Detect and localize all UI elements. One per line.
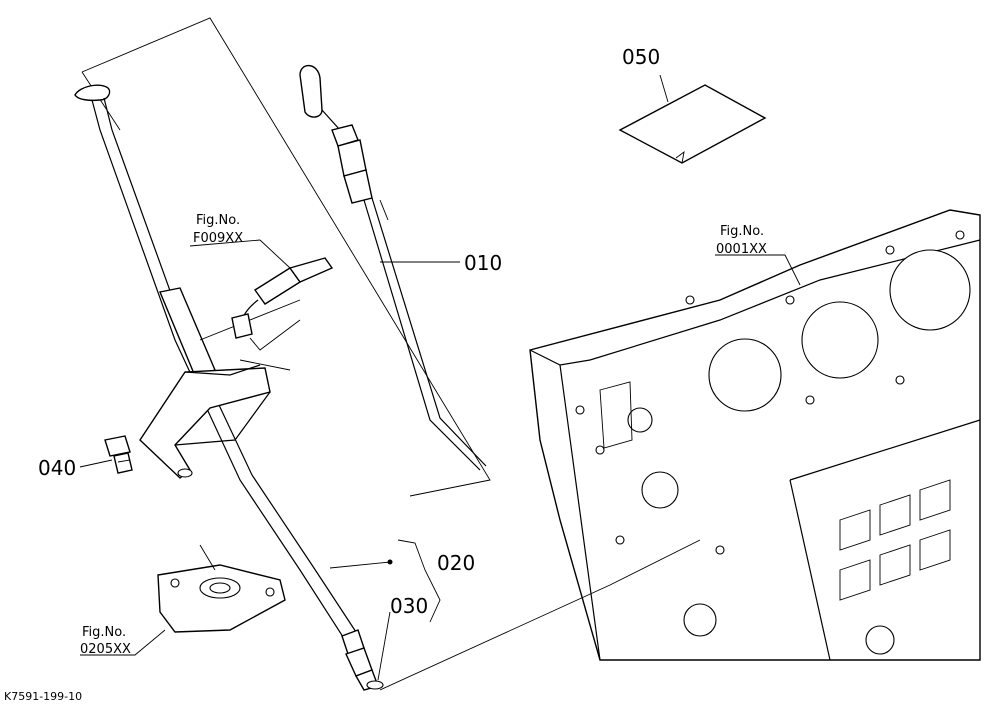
fig-ref-label-f009: Fig.No. [196,213,240,228]
callout-labels: 010 020 030 040 050 [38,45,660,618]
tube-base-flange[interactable] [157,544,286,633]
callout-040: 040 [38,456,76,480]
reference-frame [81,17,491,497]
callout-030: 030 [390,594,428,618]
callout-050: 050 [622,45,660,69]
o-ring[interactable] [366,680,384,690]
fig-ref-code-f009: F009XX [193,231,243,246]
drawing-code: K7591-199-10 [4,690,82,703]
engine-block [529,209,981,661]
dipstick[interactable] [299,64,487,471]
fig-ref-label-0001: Fig.No. [720,224,764,239]
bolt[interactable] [104,435,133,474]
fig-ref-code-0205: 0205XX [80,642,131,657]
leader-lines [79,74,801,691]
figure-references: Fig.No. F009XX Fig.No. 0001XX Fig.No. 02… [80,213,767,657]
tube-bracket[interactable] [139,287,301,479]
fig-ref-label-0205: Fig.No. [82,625,126,640]
oil-level-sensor[interactable] [231,257,334,351]
callout-010: 010 [464,251,502,275]
decal-sheet[interactable] [618,84,767,164]
fig-ref-code-0001: 0001XX [716,242,767,257]
callout-020: 020 [437,551,475,575]
